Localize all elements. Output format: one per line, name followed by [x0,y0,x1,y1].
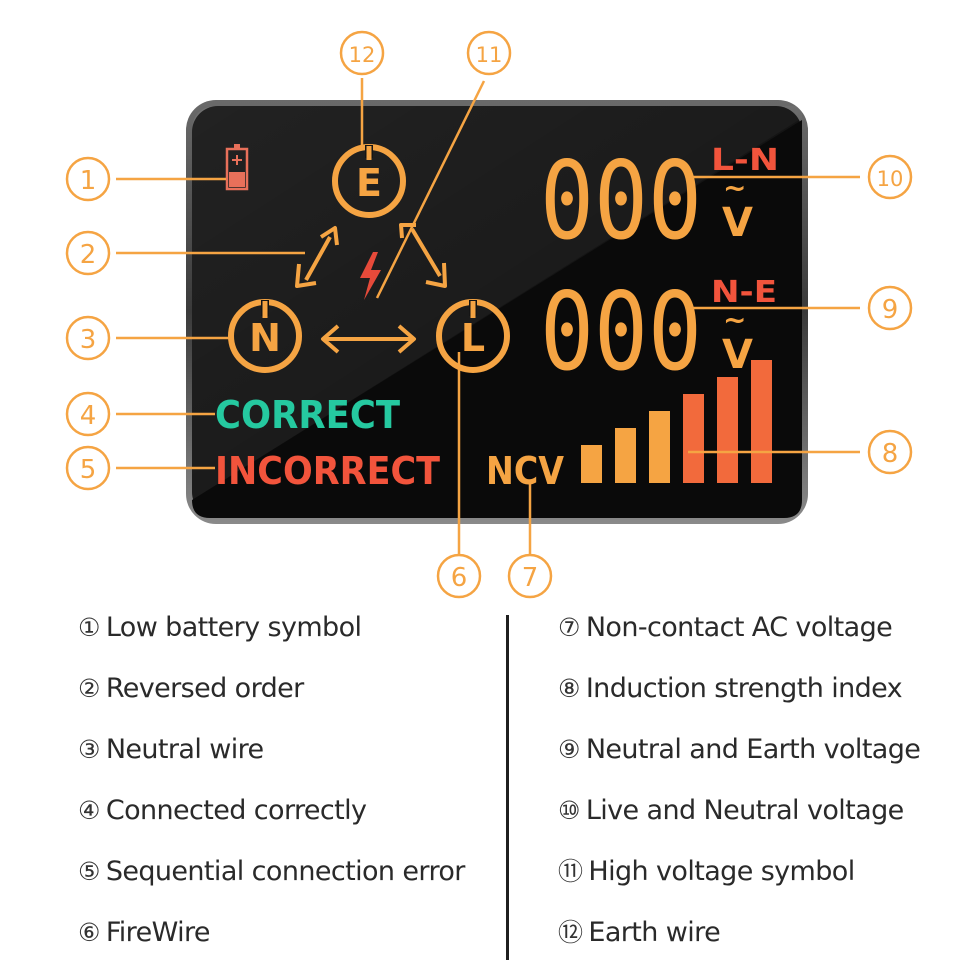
ne-voltage-readout: 000 N-E ~ V [540,270,777,395]
induction-bar [683,394,704,483]
callout-9: 9 [867,285,913,331]
live-letter: L [461,316,485,360]
legend-text: Connected correctly [105,795,367,826]
callout-7: 7 [507,553,553,599]
leader-11 [375,80,486,299]
legend-text: Low battery symbol [105,612,362,643]
legend-text: Induction strength index [585,673,903,704]
neutral-letter: N [249,316,281,360]
svg-text:11: 11 [476,43,503,67]
legend-text: Non-contact AC voltage [585,612,893,643]
callout-2: 2 [65,230,111,276]
ne-voltage-digits: 000 [540,270,702,395]
svg-text:8: 8 [882,439,899,469]
ln-ac-symbol: ~ [723,171,746,204]
legend-number: ⑦ [558,613,580,642]
reversed-order-arrows-icon [295,223,447,354]
ne-unit: V [722,332,753,378]
callout-10: 10 [867,154,913,200]
svg-text:7: 7 [522,563,539,593]
legend-number: ③ [78,735,100,764]
induction-bar [649,411,670,483]
callout-12: 12 [339,30,385,76]
callout-8: 8 [867,429,913,475]
callout-11: 11 [466,30,512,76]
svg-text:2: 2 [80,240,97,270]
callouts: 1 2 3 4 5 6 7 8 [65,30,913,599]
ln-unit: V [722,200,753,246]
ln-label: L-N [711,143,779,178]
callout-1: 1 [65,156,111,202]
legend-text: Earth wire [588,917,721,948]
svg-text:5: 5 [80,455,97,485]
callout-5: 5 [65,445,111,491]
legend-text: Neutral and Earth voltage [585,734,921,765]
legend-number: ① [78,613,100,642]
leader-lines [116,78,860,556]
ne-ac-symbol: ~ [723,303,746,336]
correct-indicator: CORRECT [215,393,400,437]
legend-number: ⑤ [78,857,100,886]
svg-text:9: 9 [882,295,899,325]
svg-text:3: 3 [80,325,97,355]
svg-text:1: 1 [80,166,97,196]
ncv-label: NCV [486,449,565,493]
legend-text: FireWire [105,917,211,948]
svg-text:12: 12 [349,43,376,67]
incorrect-indicator: INCORRECT [215,449,440,493]
ln-voltage-digits: 000 [540,139,702,264]
legend-divider [506,615,509,960]
legend-number: ⑩ [558,796,580,825]
neutral-symbol: N [228,299,302,373]
induction-bar [717,377,738,483]
legend-text: High voltage symbol [588,856,855,887]
lightning-bolt-icon [360,252,381,300]
legend-number: ⑧ [558,674,580,703]
svg-text:6: 6 [451,563,468,593]
legend-text: Sequential connection error [105,856,466,887]
live-symbol: L [436,299,510,373]
battery-low-icon [225,144,249,191]
legend-number: ⑪ [558,857,583,886]
legend-text: Neutral wire [105,734,264,765]
legend-text: Reversed order [105,673,304,704]
callout-4: 4 [65,391,111,437]
earth-symbol: E [332,144,406,218]
legend-number: ② [78,674,100,703]
induction-bar [751,360,772,483]
induction-bar [615,428,636,483]
svg-text:10: 10 [877,167,904,191]
callout-3: 3 [65,315,111,361]
legend-number: ⑨ [558,735,580,764]
ln-voltage-readout: 000 L-N ~ V [540,139,779,264]
legend-number: ⑫ [558,918,583,947]
legend-number: ⑥ [78,918,100,947]
ne-label: N-E [711,275,777,310]
induction-bar [581,445,602,483]
svg-text:4: 4 [80,401,97,431]
callout-6: 6 [436,553,482,599]
legend-number: ④ [78,796,100,825]
earth-letter: E [356,161,382,205]
legend-text: Live and Neutral voltage [585,795,904,826]
